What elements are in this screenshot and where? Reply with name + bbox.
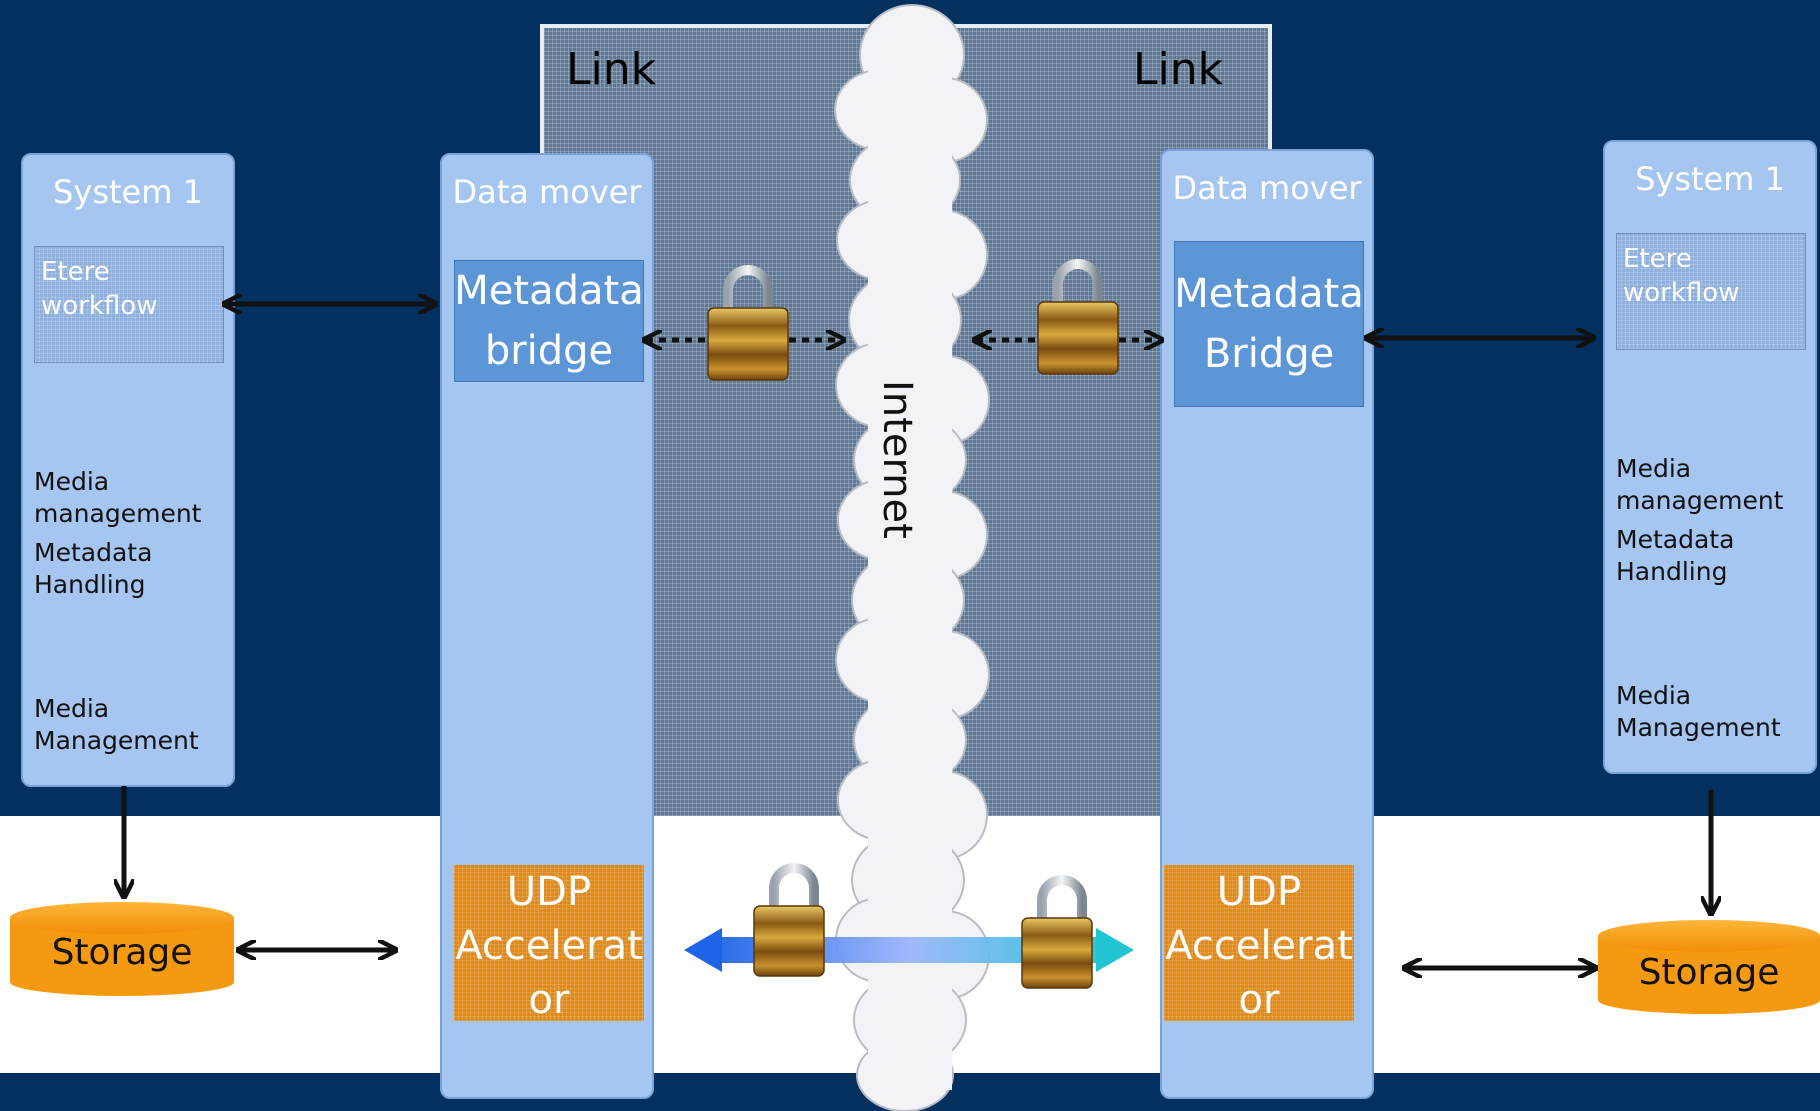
left-metadata-handling: Metadata Handling bbox=[34, 538, 153, 599]
lock-icon bbox=[753, 863, 825, 977]
link-label-right: Link bbox=[1133, 44, 1224, 95]
left-storage-label: Storage bbox=[51, 932, 193, 973]
right-storage-label: Storage bbox=[1638, 952, 1780, 993]
left-etere-workflow: Etere workflow bbox=[34, 246, 224, 363]
link-label-left: Link bbox=[566, 44, 657, 95]
left-system-title: System 1 bbox=[53, 173, 203, 211]
right-media-management: Media management bbox=[1616, 454, 1784, 515]
left-data-mover-title: Data mover bbox=[452, 173, 642, 211]
left-data-mover-panel: Data mover Metadata bridge UDP Accelerat… bbox=[440, 153, 654, 1099]
left-system-panel: System 1 Etere workflow Media management… bbox=[21, 153, 235, 787]
left-metadata-bridge: Metadata bridge bbox=[454, 260, 644, 382]
left-udp-accelerator: UDP Accelerat or bbox=[454, 865, 644, 1023]
right-system-title: System 1 bbox=[1635, 160, 1785, 198]
right-metadata-handling: Metadata Handling bbox=[1616, 525, 1735, 586]
left-media-management-2: Media Management bbox=[34, 694, 199, 755]
lock-icon bbox=[707, 265, 789, 381]
lock-icon bbox=[1021, 875, 1093, 989]
right-data-mover-title: Data mover bbox=[1172, 169, 1362, 207]
right-system-panel: System 1 Etere workflow Media management… bbox=[1603, 140, 1817, 774]
right-data-mover-panel: Data mover Metadata Bridge UDP Accelerat… bbox=[1160, 149, 1374, 1099]
right-metadata-bridge: Metadata Bridge bbox=[1174, 241, 1364, 407]
internet-label: Internet bbox=[874, 380, 920, 539]
internet-cloud bbox=[834, 4, 990, 1111]
right-storage-cylinder bbox=[1598, 920, 1820, 1014]
lock-icon bbox=[1037, 259, 1119, 375]
right-etere-workflow: Etere workflow bbox=[1616, 233, 1806, 350]
left-media-management: Media management bbox=[34, 467, 202, 528]
right-media-management-2: Media Management bbox=[1616, 681, 1781, 742]
left-storage-cylinder bbox=[10, 902, 234, 996]
right-udp-accelerator: UDP Accelerat or bbox=[1164, 865, 1354, 1023]
